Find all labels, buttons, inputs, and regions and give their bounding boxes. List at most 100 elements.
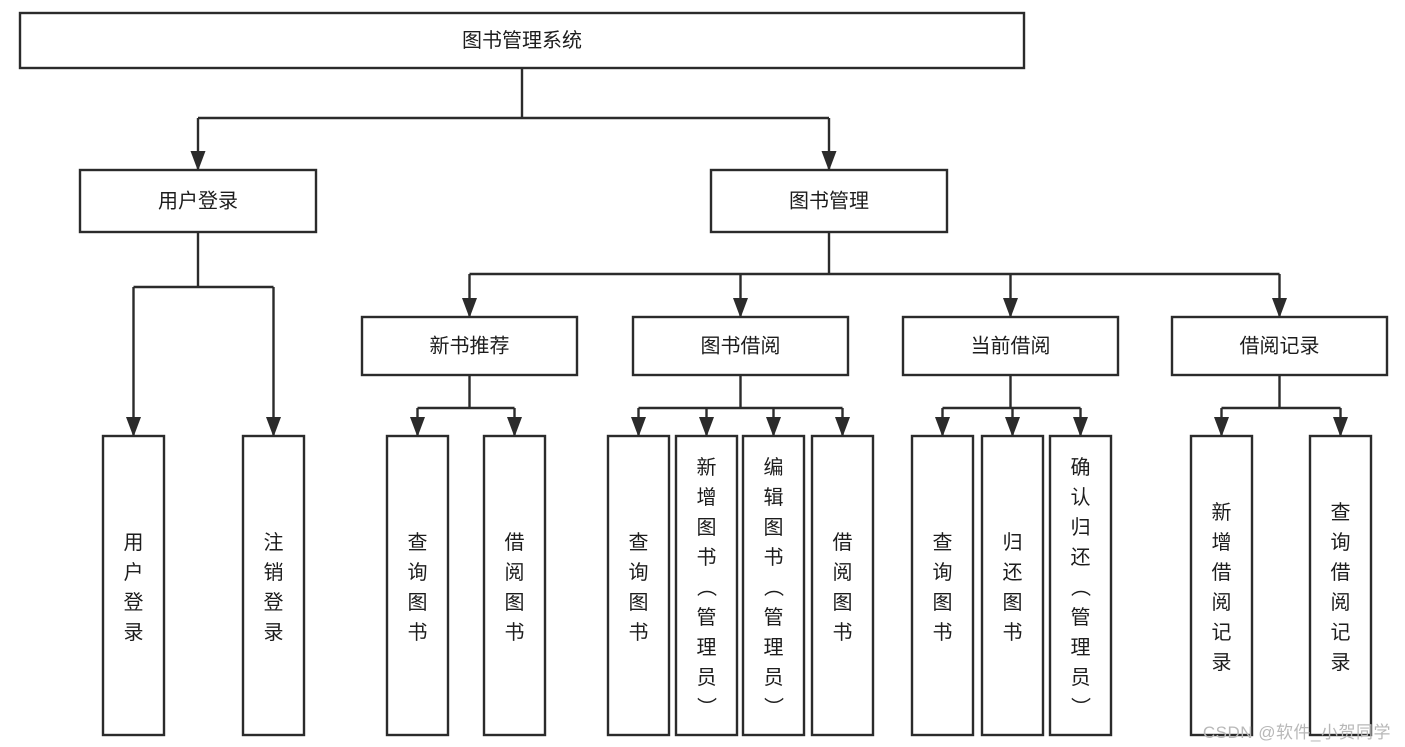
node-label-char: 询 <box>629 561 649 584</box>
node-label-char: 管 <box>764 606 784 629</box>
edge-arrowhead <box>126 417 141 437</box>
node-box-current-2[interactable] <box>980 434 1045 737</box>
node-borrow[interactable]: 图书借阅 <box>631 315 850 377</box>
node-label-char: 确 <box>1071 456 1091 479</box>
node-label-bookmgmt: 图书管理 <box>789 189 869 212</box>
node-label-char: （ <box>695 577 718 597</box>
edge-arrowhead <box>1005 417 1020 437</box>
node-label-char: 询 <box>1331 531 1351 554</box>
edge-group-root <box>190 68 837 171</box>
node-label-char: 借 <box>505 531 525 554</box>
node-label-char: 记 <box>1331 621 1351 644</box>
node-label-char: 查 <box>1331 501 1351 524</box>
node-label-char: 书 <box>933 621 953 644</box>
node-bookmgmt[interactable]: 图书管理 <box>709 168 949 234</box>
node-box-borrow-4[interactable] <box>810 434 875 737</box>
node-label-char: 录 <box>1331 652 1351 674</box>
node-box-newbook-2[interactable] <box>482 434 547 737</box>
node-label-char: 图 <box>629 592 649 614</box>
node-box-login[interactable] <box>78 168 318 234</box>
node-label-char: 增 <box>1212 531 1232 554</box>
node-box-root[interactable] <box>18 11 1026 70</box>
edge-arrowhead <box>766 417 781 437</box>
node-box-records-2[interactable] <box>1308 434 1373 737</box>
edge-arrowhead <box>1073 417 1088 437</box>
node-newbook[interactable]: 新书推荐 <box>360 315 579 377</box>
node-login-1[interactable]: 用户登录 <box>101 434 166 737</box>
edge-arrowhead <box>410 417 425 437</box>
node-label-char: 图 <box>697 517 717 539</box>
node-label-char: 书 <box>1003 621 1023 644</box>
node-label-root: 图书管理系统 <box>462 29 582 52</box>
node-label-char: 登 <box>264 591 284 614</box>
edge-group-newbook <box>410 375 522 437</box>
edge-arrowhead <box>190 151 206 171</box>
node-box-newbook[interactable] <box>360 315 579 377</box>
node-label-char: 录 <box>1212 652 1232 674</box>
node-box-borrow[interactable] <box>631 315 850 377</box>
node-label-char: 增 <box>697 486 717 509</box>
node-label-char: 记 <box>1212 621 1232 644</box>
node-label-char: 编 <box>764 456 784 479</box>
node-records[interactable]: 借阅记录 <box>1170 315 1389 377</box>
node-label-char: 员 <box>1071 667 1091 689</box>
node-box-login-1[interactable] <box>101 434 166 737</box>
node-label-char: 归 <box>1071 516 1091 539</box>
node-label-char: 查 <box>408 531 428 554</box>
node-label-char: 书 <box>408 621 428 644</box>
edges-layer <box>126 68 1348 437</box>
node-label-char: 还 <box>1003 561 1023 584</box>
node-current[interactable]: 当前借阅 <box>901 315 1120 377</box>
node-label-char: 图 <box>833 592 853 614</box>
node-root[interactable]: 图书管理系统 <box>18 11 1026 70</box>
node-label-char: 认 <box>1071 486 1091 509</box>
node-label-char: 理 <box>1071 637 1091 659</box>
node-label-char: 阅 <box>1331 591 1351 614</box>
node-label-char: 员 <box>764 667 784 689</box>
node-label-char: 新 <box>1212 501 1232 524</box>
node-label-char: 归 <box>1003 531 1023 554</box>
node-label-char: （ <box>762 577 785 597</box>
edge-group-current <box>935 375 1088 437</box>
node-label-char: 辑 <box>764 486 784 509</box>
node-label-char: ） <box>1069 697 1092 717</box>
edge-group-bookmgmt <box>462 232 1287 318</box>
node-label-char: 阅 <box>833 561 853 584</box>
node-label-char: ） <box>762 697 785 717</box>
node-login[interactable]: 用户登录 <box>78 168 318 234</box>
node-label-char: 录 <box>124 622 144 644</box>
node-label-char: 图 <box>505 592 525 614</box>
node-box-borrow-2[interactable] <box>674 434 739 737</box>
node-box-bookmgmt[interactable] <box>709 168 949 234</box>
node-box-current-1[interactable] <box>910 434 975 737</box>
node-box-borrow-3[interactable] <box>741 434 806 737</box>
node-box-login-2[interactable] <box>241 434 306 737</box>
node-box-borrow-1[interactable] <box>606 434 671 737</box>
node-label-char: 书 <box>505 621 525 644</box>
node-box-records-1[interactable] <box>1189 434 1254 737</box>
node-label-char: 还 <box>1071 546 1091 569</box>
node-label-char: ） <box>695 697 718 717</box>
edge-arrowhead <box>935 417 950 437</box>
node-label-char: 员 <box>697 667 717 689</box>
node-box-records[interactable] <box>1170 315 1389 377</box>
node-box-current[interactable] <box>901 315 1120 377</box>
node-label-char: （ <box>1069 577 1092 597</box>
node-box-newbook-1[interactable] <box>385 434 450 737</box>
node-label-char: 询 <box>933 561 953 584</box>
node-box-current-3[interactable] <box>1048 434 1113 737</box>
node-label-char: 询 <box>408 561 428 584</box>
